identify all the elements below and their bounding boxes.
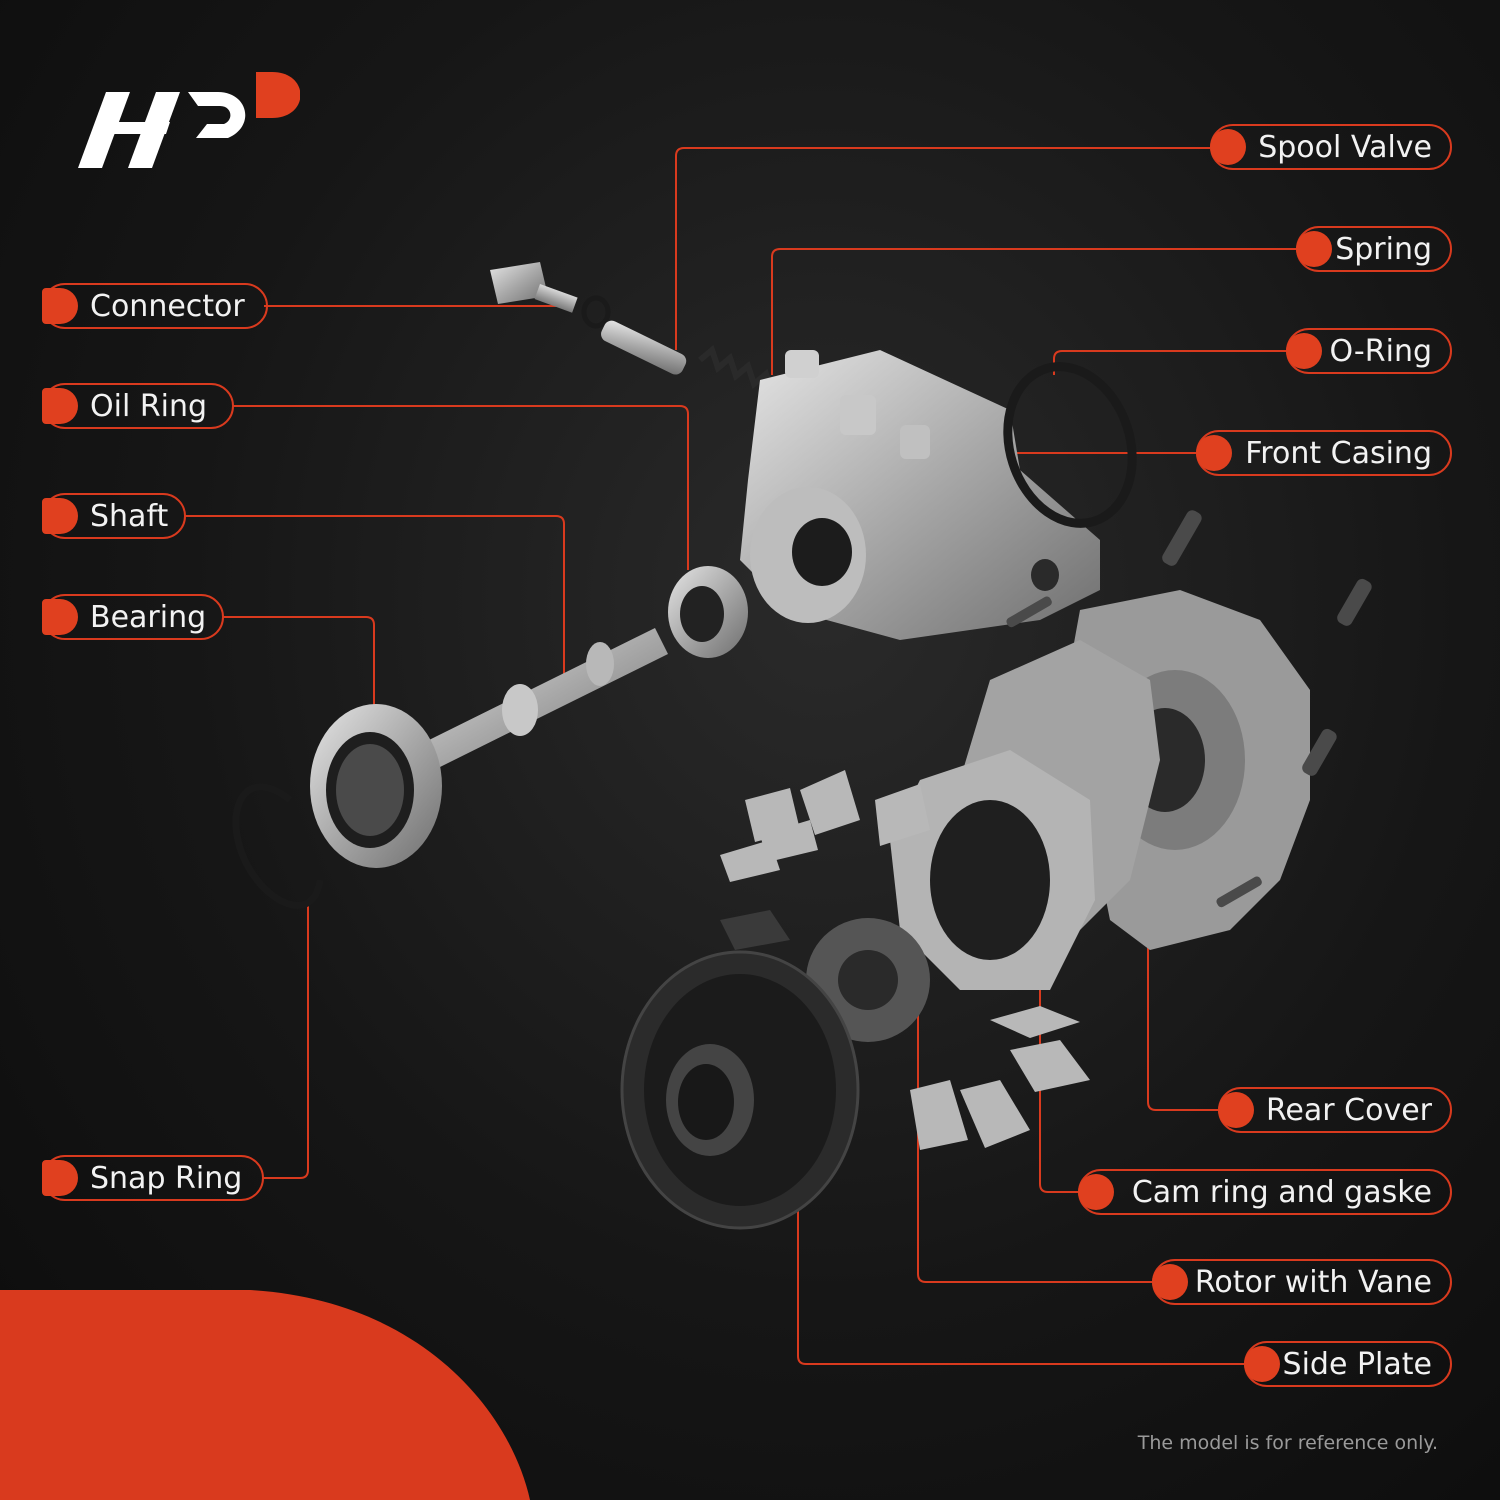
bearing-part: [310, 704, 442, 868]
label-text: Rotor with Vane: [1194, 1264, 1432, 1300]
label-oil-ring: Oil Ring: [42, 383, 234, 429]
label-text: Oil Ring: [90, 388, 208, 424]
reference-footnote: The model is for reference only.: [1137, 1432, 1438, 1454]
label-side-plate: Side Plate: [1244, 1341, 1452, 1387]
label-spring: Spring: [1296, 226, 1452, 272]
label-marker-icon: [42, 498, 78, 534]
label-text: Spool Valve: [1258, 129, 1432, 165]
label-marker-icon: [1210, 129, 1246, 165]
bolt-parts: [1006, 510, 1372, 908]
label-cam-ring: Cam ring and gaske: [1078, 1169, 1452, 1215]
label-marker-icon: [1286, 333, 1322, 369]
label-marker-icon: [1296, 231, 1332, 267]
label-text: Spring: [1335, 231, 1432, 267]
label-text: O-Ring: [1329, 333, 1432, 369]
label-bearing: Bearing: [42, 594, 224, 640]
label-rear-cover: Rear Cover: [1218, 1087, 1452, 1133]
label-marker-icon: [1078, 1174, 1114, 1210]
label-marker-icon: [1152, 1264, 1188, 1300]
label-text: Cam ring and gaske: [1131, 1174, 1432, 1210]
label-text: Rear Cover: [1265, 1092, 1432, 1128]
label-marker-icon: [42, 288, 78, 324]
oil-ring-part: [668, 566, 748, 658]
label-text: Shaft: [90, 498, 169, 534]
label-text: Connector: [90, 288, 245, 324]
label-rotor: Rotor with Vane: [1152, 1259, 1452, 1305]
label-front-casing: Front Casing: [1196, 430, 1452, 476]
cam-ring-part: [890, 640, 1160, 990]
label-marker-icon: [42, 1160, 78, 1196]
brand-logo-icon: [78, 72, 300, 168]
spool-valve-part: [601, 320, 687, 375]
label-text: Snap Ring: [90, 1160, 243, 1196]
label-marker-icon: [42, 388, 78, 424]
label-connector: Connector: [42, 283, 268, 329]
o-ring-part: [1003, 362, 1137, 528]
connector-part: [490, 262, 611, 329]
leader-lines: [184, 147, 1300, 1365]
label-spool-valve: Spool Valve: [1210, 124, 1452, 170]
label-marker-icon: [1218, 1092, 1254, 1128]
snap-ring-part: [232, 783, 324, 909]
front-casing-part: [740, 350, 1100, 640]
label-marker-icon: [1196, 435, 1232, 471]
label-shaft: Shaft: [42, 493, 186, 539]
label-text: Bearing: [90, 599, 207, 635]
label-o-ring: O-Ring: [1286, 328, 1452, 374]
label-text: Front Casing: [1245, 435, 1432, 471]
side-plate-part: [620, 950, 860, 1230]
label-marker-icon: [42, 599, 78, 635]
shaft-part: [425, 628, 668, 768]
label-snap-ring: Snap Ring: [42, 1155, 264, 1201]
label-marker-icon: [1244, 1346, 1280, 1382]
corner-decoration: [0, 1290, 530, 1500]
label-text: Side Plate: [1282, 1346, 1432, 1382]
